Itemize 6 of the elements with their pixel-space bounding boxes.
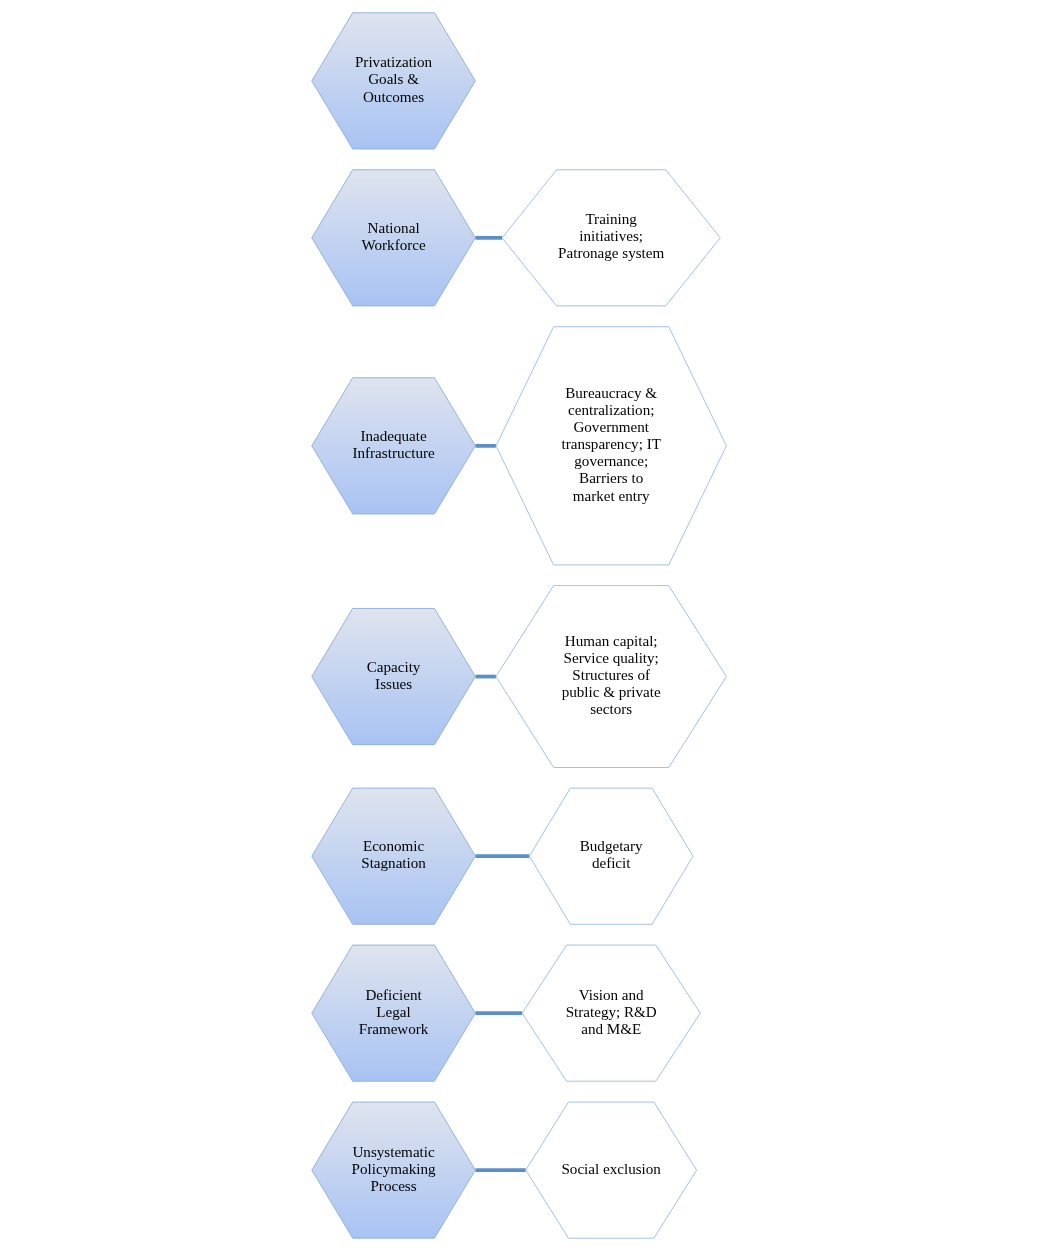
connector [474,854,529,859]
connector [474,1168,526,1172]
connector [474,1011,522,1016]
connector [474,443,496,448]
connector [474,235,502,240]
connector [474,674,496,679]
